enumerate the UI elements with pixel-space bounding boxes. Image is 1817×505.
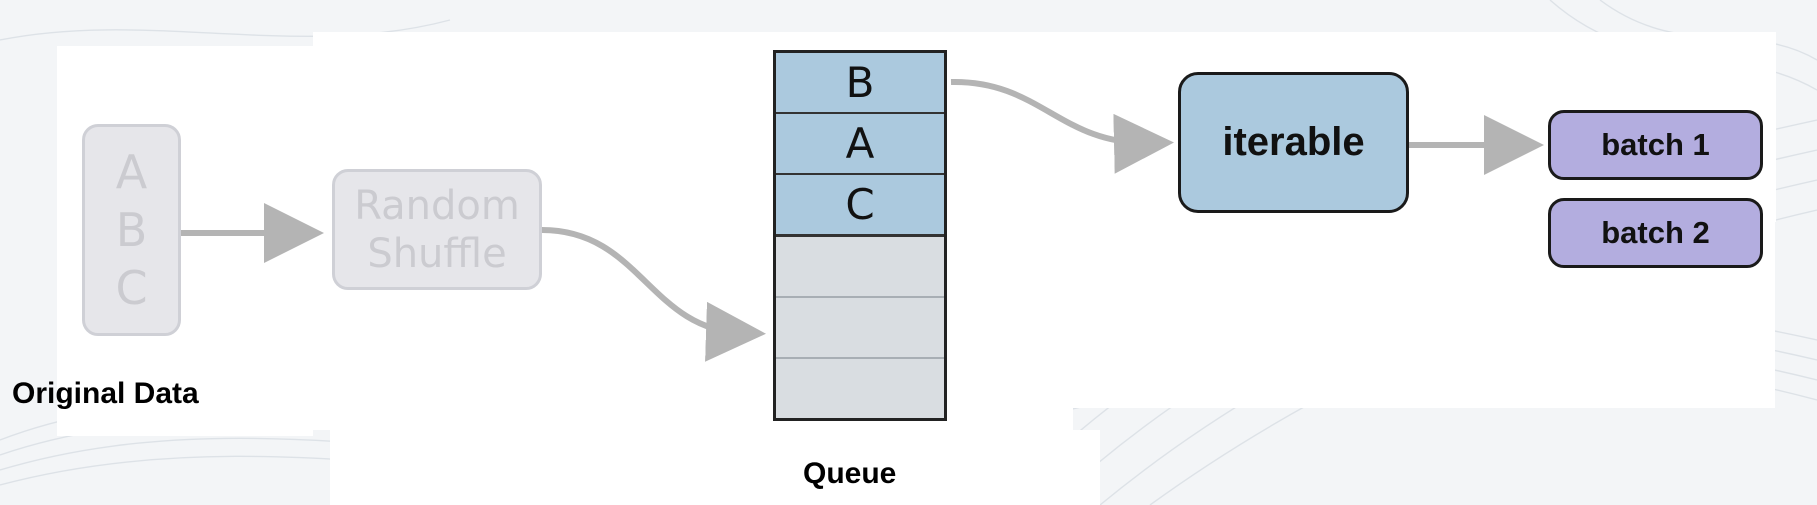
queue-stack: B A C: [773, 50, 947, 421]
original-data-item: C: [115, 261, 148, 315]
original-data-box: A B C: [82, 124, 181, 336]
batch-label: batch 1: [1601, 127, 1710, 162]
queue-cell-empty: [776, 298, 944, 359]
queue-label: Queue: [803, 457, 897, 490]
shuffle-label-line2: Shuffle: [367, 230, 507, 277]
batch-box: batch 2: [1548, 198, 1763, 268]
queue-cell: C: [776, 175, 944, 236]
queue-cell-empty: [776, 236, 944, 298]
queue-cell: B: [776, 53, 944, 114]
queue-cell: A: [776, 114, 944, 175]
batch-label: batch 2: [1601, 215, 1710, 250]
shuffle-label-line1: Random: [354, 182, 520, 229]
random-shuffle-box: Random Shuffle: [332, 169, 542, 290]
panel-bottom: [330, 430, 1100, 505]
queue-cell-empty: [776, 359, 944, 418]
iterable-box: iterable: [1178, 72, 1409, 213]
original-data-label: Original Data: [12, 377, 199, 410]
iterable-label: iterable: [1222, 120, 1365, 164]
batch-box: batch 1: [1548, 110, 1763, 180]
original-data-item: B: [115, 203, 148, 257]
original-data-item: A: [115, 145, 148, 199]
